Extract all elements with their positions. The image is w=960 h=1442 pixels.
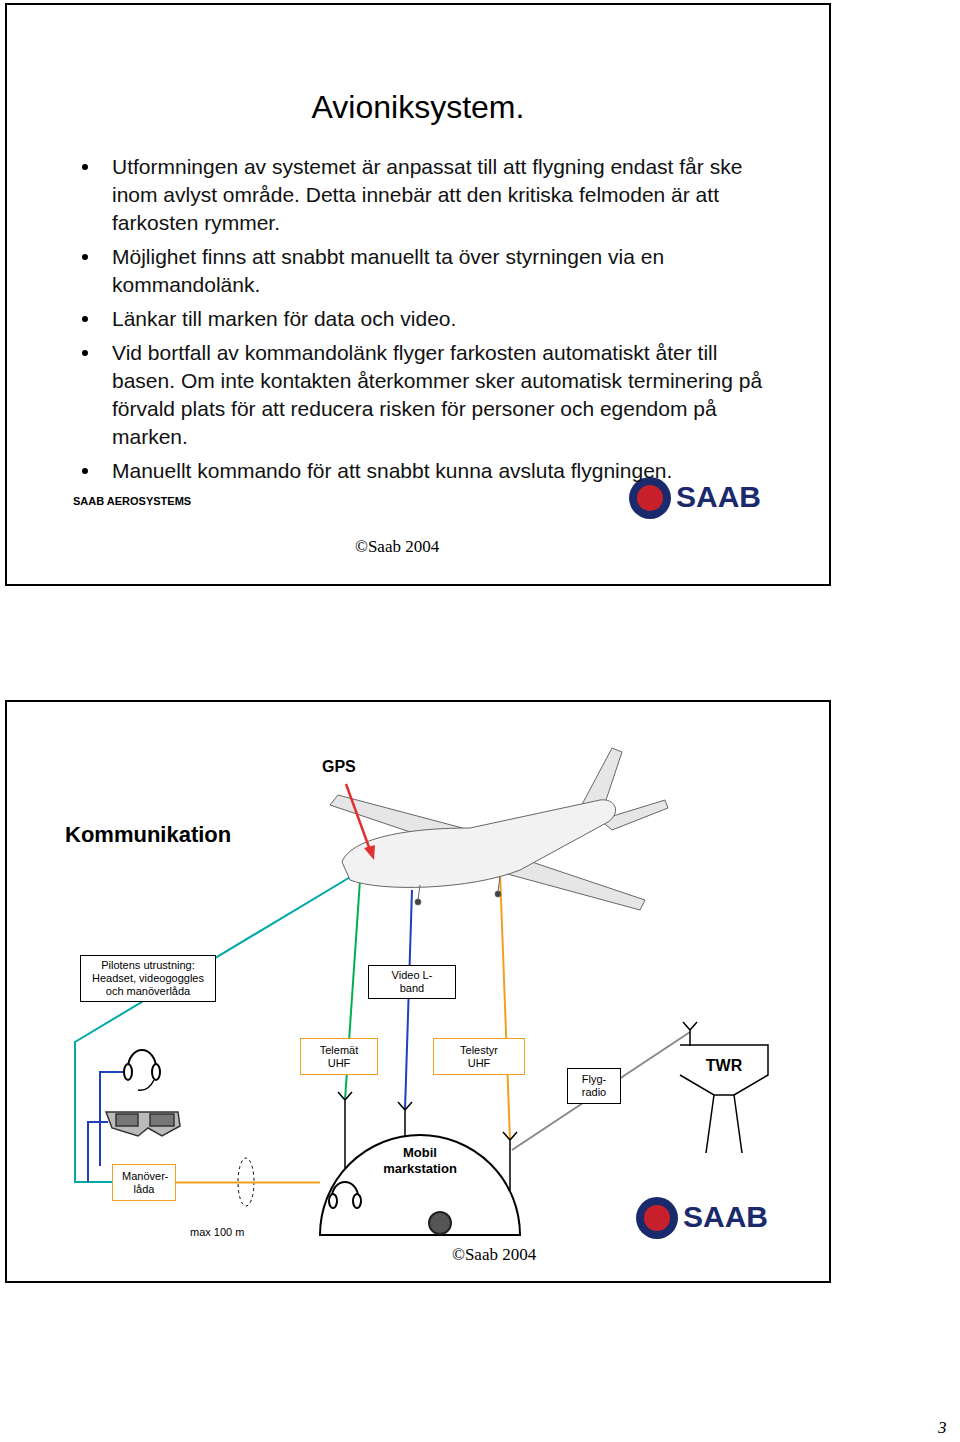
link-box: Telestyr UHF xyxy=(433,1038,525,1075)
bullet-dot xyxy=(82,316,88,322)
bullet-text: Länkar till marken för data och video. xyxy=(112,305,784,333)
bullet-item: Länkar till marken för data och video. xyxy=(112,305,784,333)
arrowhead xyxy=(364,845,375,860)
link-box: Telemät UHF xyxy=(300,1038,378,1075)
cable-connector xyxy=(176,1182,320,1183)
node-text: Manöver-låda xyxy=(122,1170,166,1196)
cable-line xyxy=(176,1182,320,1184)
gps-arrow xyxy=(346,784,370,850)
copyright: ©Saab 2004 xyxy=(355,537,439,557)
bullet-dot xyxy=(82,254,88,260)
goggles-icon xyxy=(106,1112,180,1136)
bullet-item: Vid bortfall av kommandolänk flyger fark… xyxy=(112,339,784,451)
company-name: SAAB AEROSYSTEMS xyxy=(73,495,191,507)
bullet-item: Utformningen av systemet är anpassat til… xyxy=(112,153,784,237)
equipment-box: Pilotens utrustning: Headset, videogoggl… xyxy=(80,955,216,1002)
control-box: Manöver-låda xyxy=(112,1164,176,1201)
radio-line xyxy=(512,1032,690,1150)
headset-icon xyxy=(124,1050,160,1090)
antenna xyxy=(338,1022,697,1191)
bullet-dot xyxy=(82,350,88,356)
node-text: Mobil markstation xyxy=(375,1145,465,1177)
tower-shape: TWR xyxy=(680,1045,768,1153)
tower-outline xyxy=(680,1045,768,1153)
slide-heading: Kommunikation xyxy=(65,822,231,848)
slide-frame: Kommunikation ©Saab 2004 Pilotens utrustni… xyxy=(5,700,831,1283)
saab-emblem xyxy=(629,477,678,1239)
link-line xyxy=(405,890,412,1110)
headset-icon xyxy=(353,1194,361,1208)
node-text: Video L-band xyxy=(389,969,435,995)
node-text: Pilotens utrustning: Headset, videogoggl… xyxy=(85,959,211,998)
bullet-item: Möjlighet finns att snabbt manuellt ta ö… xyxy=(112,243,784,299)
slide-title: Avioniksystem. xyxy=(7,89,829,126)
control-knob xyxy=(429,1212,451,1234)
bullet-text: Utformningen av systemet är anpassat til… xyxy=(112,153,784,237)
bullet-text: Möjlighet finns att snabbt manuellt ta ö… xyxy=(112,243,784,299)
dome-outline xyxy=(320,1135,520,1235)
node-text: TWR xyxy=(680,1057,768,1075)
bullet-dot xyxy=(82,468,88,474)
station-dome: Mobil markstation xyxy=(320,1135,520,1235)
wire xyxy=(88,1122,108,1182)
node-text: Telemät UHF xyxy=(316,1044,362,1070)
node-text: Telestyr UHF xyxy=(456,1044,502,1070)
link-line xyxy=(500,872,510,1140)
logo-text: SAAB xyxy=(676,480,761,514)
page-number: 3 xyxy=(938,1418,947,1438)
link-box: Video L-band xyxy=(368,965,456,999)
bullet-list: Utformningen av systemet är anpassat til… xyxy=(112,153,784,491)
node-text: Flyg-radio xyxy=(572,1073,616,1099)
copyright: ©Saab 2004 xyxy=(452,1245,536,1265)
dimension-label: max 100 m xyxy=(190,1226,244,1238)
link-line xyxy=(75,876,352,1182)
radio-box: Flyg-radio xyxy=(567,1068,621,1104)
bullet-dot xyxy=(82,164,88,170)
logo-text: SAAB xyxy=(683,1200,768,1234)
gps-label: GPS xyxy=(322,758,356,776)
headset-icon xyxy=(329,1194,337,1208)
aircraft xyxy=(330,748,668,910)
bullet-text: Vid bortfall av kommandolänk flyger fark… xyxy=(112,339,784,451)
